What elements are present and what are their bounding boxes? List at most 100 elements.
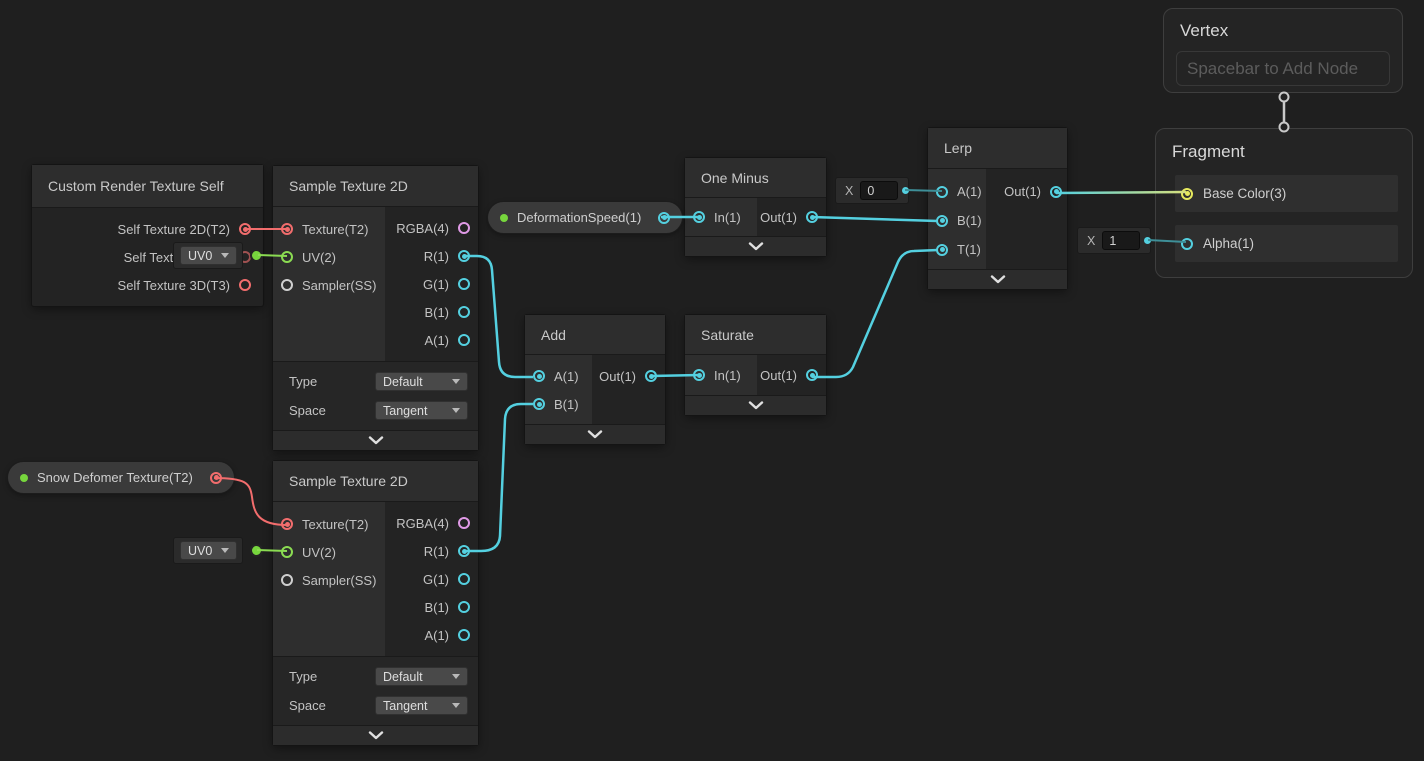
value-field[interactable]: 1: [1102, 231, 1141, 250]
node-custom-render-texture-self[interactable]: Custom Render Texture Self Self Texture …: [32, 165, 263, 306]
node-title-bar[interactable]: Custom Render Texture Self: [32, 165, 263, 208]
port-property-output[interactable]: [658, 211, 670, 224]
uv-channel-dropdown[interactable]: UV0: [180, 246, 237, 265]
property-node-snow-deformer-texture[interactable]: Snow Defomer Texture(T2): [8, 462, 234, 493]
type-dropdown[interactable]: Default: [375, 372, 468, 391]
property-label: Snow Defomer Texture(T2): [37, 470, 193, 485]
port-a-output[interactable]: [458, 334, 470, 346]
node-title-bar[interactable]: Lerp: [928, 128, 1067, 169]
collapse-button[interactable]: [928, 269, 1067, 289]
wire-oneminus-out-to-lerp-b[interactable]: [811, 215, 939, 223]
output-label: B(1): [424, 599, 449, 615]
uv-channel-dropdown[interactable]: UV0: [180, 541, 237, 560]
port-b-input[interactable]: [936, 214, 948, 227]
node-title-bar[interactable]: Sample Texture 2D: [273, 461, 478, 502]
output-row: R(1): [385, 537, 478, 565]
port-g-output[interactable]: [458, 573, 470, 585]
node-sample-texture-2d-2[interactable]: Sample Texture 2D Texture(T2) UV(2) Samp…: [273, 461, 478, 745]
input-label: In(1): [714, 367, 741, 383]
port-self-texture-2d-output[interactable]: [239, 223, 251, 235]
port-sampler-input[interactable]: [281, 279, 293, 291]
node-saturate[interactable]: Saturate In(1) Out(1): [685, 315, 826, 415]
dropdown-arrow-icon: [452, 408, 460, 413]
input-label: UV(2): [302, 249, 336, 265]
port-uv-input[interactable]: [281, 251, 293, 263]
value-connector-dot[interactable]: [902, 187, 909, 194]
node-title: Sample Texture 2D: [289, 473, 408, 489]
port-out-output[interactable]: [806, 369, 818, 381]
port-texture-input[interactable]: [281, 518, 293, 530]
port-property-output[interactable]: [210, 471, 222, 484]
output-row: R(1): [385, 242, 478, 270]
port-in-input[interactable]: [693, 369, 705, 381]
output-label: R(1): [423, 248, 449, 264]
output-row: Self Texture 3D(T3): [32, 271, 263, 299]
output-row: Out(1): [986, 177, 1067, 206]
node-add[interactable]: Add A(1) B(1) Out(1): [525, 315, 665, 444]
context-title: Fragment: [1172, 142, 1245, 161]
vertex-connector-port[interactable]: [1278, 91, 1290, 103]
vertex-context-block[interactable]: Vertex Spacebar to Add Node: [1163, 8, 1403, 93]
type-dropdown[interactable]: Default: [375, 667, 468, 686]
node-sample-texture-2d-1[interactable]: Sample Texture 2D Texture(T2) UV(2) Samp…: [273, 166, 478, 450]
space-dropdown[interactable]: Tangent: [375, 401, 468, 420]
node-title: Sample Texture 2D: [289, 178, 408, 194]
collapse-button[interactable]: [685, 236, 826, 256]
value-field[interactable]: 0: [860, 181, 899, 200]
input-label: Sampler(SS): [302, 572, 377, 588]
port-r-output[interactable]: [458, 250, 470, 262]
collapse-button[interactable]: [273, 725, 478, 745]
value-connector-dot[interactable]: [1144, 237, 1151, 244]
node-one-minus[interactable]: One Minus In(1) Out(1): [685, 158, 826, 256]
collapse-button[interactable]: [685, 395, 826, 415]
port-base-color-input[interactable]: [1181, 187, 1193, 200]
port-sampler-input[interactable]: [281, 574, 293, 586]
input-row: Texture(T2): [273, 215, 385, 243]
port-in-input[interactable]: [693, 211, 705, 223]
input-label: In(1): [714, 209, 741, 225]
port-t-input[interactable]: [936, 243, 948, 256]
port-g-output[interactable]: [458, 278, 470, 290]
node-lerp[interactable]: Lerp A(1) B(1) T(1) Out(1): [928, 128, 1067, 289]
port-out-output[interactable]: [645, 370, 657, 382]
port-self-texture-3d-output[interactable]: [239, 279, 251, 291]
fragment-context-block[interactable]: Fragment Base Color(3) Alpha(1): [1155, 128, 1413, 278]
input-row: B(1): [525, 390, 592, 418]
output-row: G(1): [385, 565, 478, 593]
port-out-output[interactable]: [1050, 185, 1062, 198]
output-label: Self Texture 2D(T2): [117, 221, 230, 237]
port-uv-input[interactable]: [281, 546, 293, 558]
collapse-button[interactable]: [525, 424, 665, 444]
node-title-bar[interactable]: Saturate: [685, 315, 826, 355]
output-row: A(1): [385, 326, 478, 354]
node-title: Custom Render Texture Self: [48, 178, 224, 194]
wire-saturate-out-to-lerp-t[interactable]: [812, 248, 939, 379]
port-a-input[interactable]: [936, 185, 948, 198]
collapse-button[interactable]: [273, 430, 478, 450]
port-out-output[interactable]: [806, 211, 818, 223]
property-node-deformation-speed[interactable]: DeformationSpeed(1): [488, 202, 682, 233]
port-a-input[interactable]: [533, 370, 545, 382]
node-title-bar[interactable]: Add: [525, 315, 665, 355]
component-label: X: [845, 183, 854, 198]
chevron-down-icon: [587, 430, 603, 439]
uv-connector-dot[interactable]: [250, 249, 263, 262]
port-b-output[interactable]: [458, 601, 470, 613]
port-texture-input[interactable]: [281, 223, 293, 235]
port-b-output[interactable]: [458, 306, 470, 318]
node-title: Saturate: [701, 326, 754, 343]
space-dropdown[interactable]: Tangent: [375, 696, 468, 715]
control-row: Space Tangent: [289, 396, 468, 425]
port-b-input[interactable]: [533, 398, 545, 410]
node-title-bar[interactable]: One Minus: [685, 158, 826, 198]
node-title-bar[interactable]: Sample Texture 2D: [273, 166, 478, 207]
port-rgba-output[interactable]: [458, 222, 470, 234]
output-label: RGBA(4): [396, 515, 449, 531]
port-alpha-input[interactable]: [1181, 237, 1193, 250]
port-a-output[interactable]: [458, 629, 470, 641]
port-rgba-output[interactable]: [458, 517, 470, 529]
port-r-output[interactable]: [458, 545, 470, 557]
uv-connector-dot[interactable]: [250, 544, 263, 557]
input-label: Texture(T2): [302, 516, 369, 532]
